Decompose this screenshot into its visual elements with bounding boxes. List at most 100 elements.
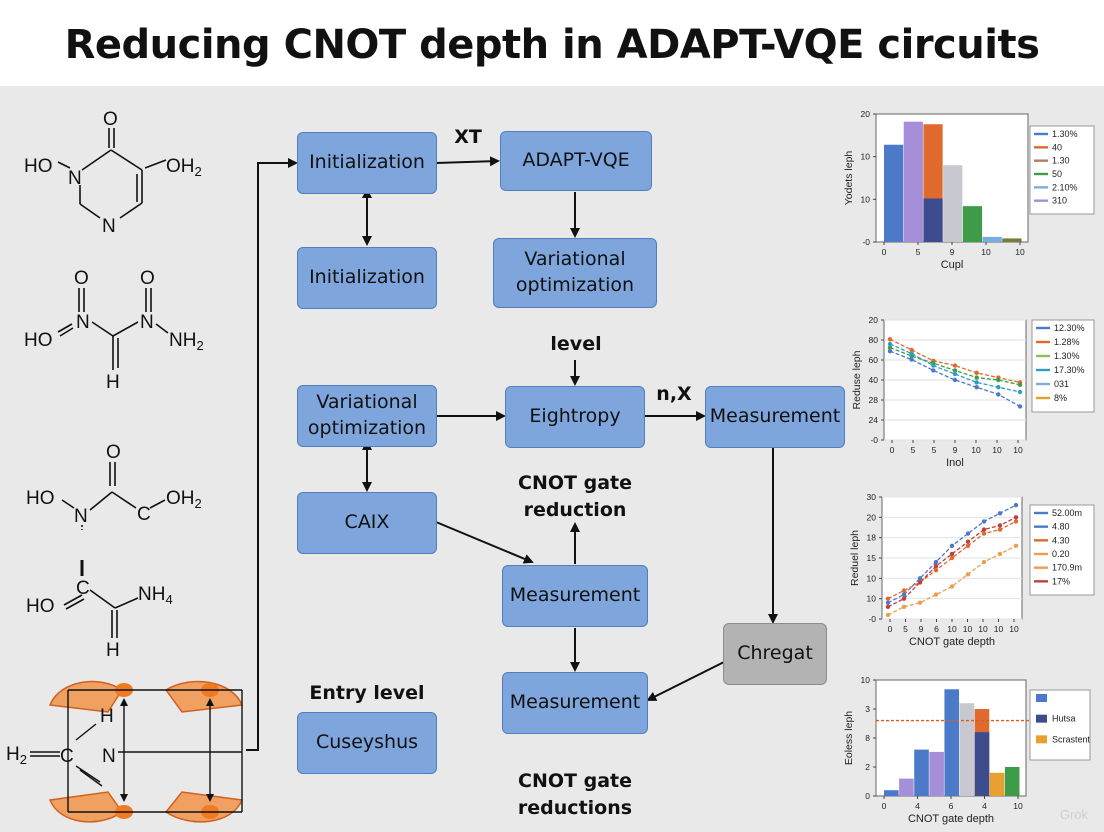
m1-oxygen: O: [103, 109, 118, 130]
data-point: [887, 345, 893, 350]
legend-swatch: [1036, 694, 1047, 702]
legend-label: 4.80: [1052, 522, 1070, 532]
data-point: [974, 370, 979, 375]
legend-box: [1031, 319, 1095, 413]
legend-label: 50: [1052, 169, 1062, 179]
data-point: [997, 527, 1003, 532]
m2-nitrogen-2: N: [140, 312, 154, 333]
x-tick-label: 10: [1013, 801, 1023, 811]
data-point: [997, 523, 1003, 528]
data-point: [887, 349, 893, 354]
data-point: [949, 584, 955, 589]
m3-nitrogen: N: [74, 506, 88, 527]
data-point: [1013, 543, 1019, 548]
x-tick-label: 0: [882, 247, 887, 257]
variational-optimization-node-1[interactable]: Variational optimization: [493, 238, 657, 308]
data-point: [952, 363, 958, 368]
data-point: [1013, 502, 1019, 508]
initialization-node-2[interactable]: Initialization: [297, 247, 437, 309]
data-point: [909, 351, 914, 356]
m4-hydroxyl: HO: [26, 596, 55, 617]
y-axis-label: Eoless leph: [843, 711, 855, 765]
legend-label: 170.9m: [1052, 563, 1082, 573]
m2-hydroxyl: HO: [24, 330, 53, 351]
measurement-node-right[interactable]: Measurement: [705, 386, 845, 448]
x-tick-label: 10: [978, 624, 988, 634]
data-point: [949, 551, 955, 557]
legend-label: 1.30: [1052, 156, 1070, 166]
data-point: [949, 555, 955, 561]
cuseyshus-node[interactable]: Cuseyshus: [297, 712, 437, 774]
chregat-node[interactable]: Chregat: [723, 623, 827, 685]
x-tick-label: 6: [934, 624, 939, 634]
y-axis-label: Reduel leph: [849, 530, 861, 586]
caix-node[interactable]: CAIX: [297, 492, 437, 554]
series-line: [887, 516, 1017, 608]
x-tick-label: 0: [888, 624, 893, 634]
data-point: [981, 559, 987, 565]
y-tick-label: 40: [869, 375, 879, 385]
x-tick-label: 5: [911, 445, 916, 455]
bar: [1004, 767, 1020, 796]
data-point: [949, 543, 955, 548]
m4-nh4: NH4: [138, 584, 173, 607]
m4-carbon: C: [76, 578, 90, 599]
data-point: [996, 385, 1001, 390]
series-line: [887, 545, 1017, 616]
bar-stack: [923, 198, 943, 242]
data-point: [885, 604, 891, 609]
legend-box: [1029, 504, 1095, 596]
legend-label: 1.30%: [1054, 351, 1080, 361]
label-nx: n,X: [656, 383, 692, 405]
x-axis-label: Inol: [946, 457, 964, 469]
legend-label: 1.28%: [1054, 337, 1080, 347]
x-tick-label: 6: [949, 801, 954, 811]
y-tick-label: 30: [867, 492, 877, 502]
data-point: [901, 592, 907, 597]
y-tick-label: 8: [865, 733, 870, 743]
legend-label: 8%: [1054, 393, 1067, 403]
bar: [943, 165, 963, 242]
x-tick-label: 10: [971, 445, 981, 455]
bar: [989, 772, 1005, 796]
measurement-node-low[interactable]: Measurement: [502, 672, 648, 734]
x-tick-label: 9: [950, 247, 955, 257]
m5-nitrogen: N: [102, 746, 116, 767]
measurement-node-mid[interactable]: Measurement: [502, 565, 648, 627]
y-tick-label: 3: [865, 704, 870, 714]
y-tick-label: -0: [868, 614, 876, 624]
x-tick-label: 5: [932, 445, 937, 455]
data-point: [952, 368, 958, 373]
bar: [884, 790, 899, 796]
label-entry-level: Entry level: [309, 682, 425, 704]
data-point: [931, 363, 936, 368]
y-tick-label: 20: [869, 315, 879, 325]
series-line: [887, 520, 1017, 600]
adapt-vqe-node[interactable]: ADAPT-VQE: [500, 131, 652, 191]
x-tick-label: 0: [890, 445, 895, 455]
data-point: [933, 559, 939, 565]
m1-hydroxyl: HO: [24, 156, 53, 177]
m5-carbon: C: [60, 746, 74, 767]
y-tick-label: 20: [867, 512, 877, 522]
data-point: [965, 539, 971, 544]
initialization-node-1[interactable]: Initialization: [297, 132, 437, 194]
x-axis-label: CNOT gate depth: [908, 813, 994, 825]
legend-label: 2.10%: [1052, 182, 1078, 192]
bar: [929, 751, 944, 796]
legend-label: 52.00m: [1052, 508, 1082, 518]
data-point: [974, 380, 979, 385]
y-tick-label: 10: [867, 573, 877, 583]
data-point: [996, 377, 1001, 383]
data-point: [933, 568, 939, 573]
data-point: [887, 341, 893, 347]
legend-label: 031: [1054, 379, 1069, 389]
x-tick-label: 10: [1013, 445, 1023, 455]
variational-optimization-node-2[interactable]: Variational optimization: [297, 385, 437, 447]
eightropy-node[interactable]: Eightropy: [505, 386, 645, 448]
m2-hydrogen: H: [106, 372, 120, 393]
legend-swatch: [1036, 735, 1047, 744]
x-tick-label: 10: [994, 624, 1004, 634]
